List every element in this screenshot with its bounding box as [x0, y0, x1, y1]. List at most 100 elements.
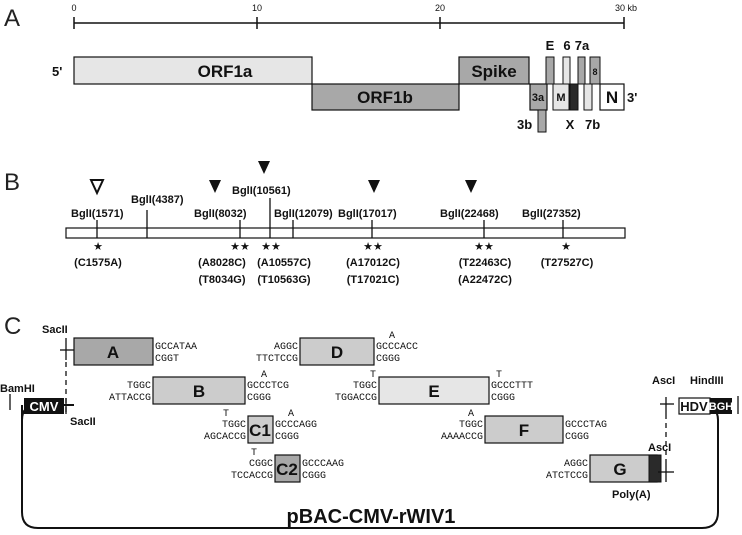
cmv-promoter: BamHI CMV [0, 383, 67, 414]
mutation-star: ★ [561, 241, 571, 253]
sacii-top-label: SacII [42, 324, 68, 336]
gene-n-label: N [606, 88, 618, 107]
polya-block [648, 454, 662, 483]
hdv-label: HDV [680, 399, 708, 414]
panel-label-c: C [4, 313, 21, 340]
mutation-a17012c: (A17012C) [346, 257, 400, 269]
gene-7b-box [583, 83, 593, 111]
fragment-b-left-top: TGGC [127, 381, 151, 392]
mutation-c1575a: (C1575A) [74, 257, 122, 269]
site-8032: BglI(8032) [194, 208, 247, 220]
orf1a-box [73, 56, 313, 85]
fragment-c1-left-bottom: AGCACCG [204, 432, 246, 443]
fragment-b: B TGGC ATTACCG A GCCCTCG CGGG [109, 370, 289, 405]
fragment-b-right-bottom: CGGG [247, 393, 271, 404]
fragment-c1-right-bottom: CGGG [275, 432, 299, 443]
fragment-f-label: F [519, 421, 529, 440]
fragment-c2-right-top: GCCCAAG [302, 459, 344, 470]
mutation-a8028c: (A8028C) [198, 257, 246, 269]
site-22468: BglI(22468) [440, 208, 499, 220]
three-prime-label: 3' [627, 90, 637, 105]
gene-6-box [562, 56, 571, 85]
gene-6-label: 6 [563, 38, 570, 53]
genome-map: 5' ORF1a ORF1b Spike 3a 3b E M 6 X 7a 7b… [52, 38, 637, 133]
orf1a-label: ORF1a [198, 62, 253, 81]
fragment-d-right-top: GCCCACC [376, 342, 418, 353]
spike-label: Spike [471, 62, 516, 81]
orf1b-box [311, 83, 460, 111]
fragment-e-left-bottom: TGGACCG [335, 393, 377, 404]
site-4387: BglI(4387) [131, 194, 184, 206]
panel-label-a: A [4, 5, 20, 32]
gene-m-label: M [556, 92, 565, 104]
fragment-e-right-top: GCCCTTT [491, 381, 533, 392]
hindiii-label: HindIII [690, 375, 724, 387]
fragment-c2-left-top: CGGC [249, 459, 273, 470]
gene-3b-label: 3b [517, 117, 532, 132]
fragment-f: F A TGGC AAAACCG GCCCTAG CGGG [441, 409, 607, 444]
fragment-g-label: G [613, 460, 626, 479]
mutation-star: ★★ [474, 241, 494, 253]
site-12079: BglI(12079) [274, 208, 333, 220]
genome-ruler: 0 10 20 30 kb [71, 3, 637, 29]
fragment-a: A GCCATAA CGGT [73, 337, 197, 366]
mutation-star: ★ [93, 241, 103, 253]
fragment-e: E T TGGC TGGACCG T GCCCTTT CGGG [335, 370, 533, 405]
fragment-b-right-top: GCCCTCG [247, 381, 289, 392]
cmv-label: CMV [30, 399, 59, 414]
mutation-t17021c: (T17021C) [347, 274, 400, 286]
filled-triangle-marker [258, 161, 270, 174]
mutation-t10563g: (T10563G) [257, 274, 311, 286]
fragment-e-left-top: TGGC [353, 381, 377, 392]
fragment-f-left-bottom: AAAACCG [441, 432, 483, 443]
ruler-tick-20: 20 [435, 3, 445, 13]
fragment-c1-mutation-left: T [223, 409, 229, 420]
fragment-d-left-top: AGGC [274, 342, 298, 353]
fragment-e-mutation-right: T [496, 370, 502, 381]
fragment-g-left-top: AGGC [564, 459, 588, 470]
site-27352: BglI(27352) [522, 208, 581, 220]
fragment-c1: C1 T TGGC AGCACCG A GCCCAGG CGGG [204, 409, 317, 444]
gene-8-label: 8 [592, 67, 597, 77]
fragment-c1-right-top: GCCCAGG [275, 420, 317, 431]
sacii-bottom-label: SacII [70, 416, 96, 428]
gene-7a-box [577, 56, 586, 85]
mutation-t22463c: (T22463C) [459, 257, 512, 269]
filled-triangle-marker [465, 180, 477, 193]
fragment-d-left-bottom: TTCTCCG [256, 354, 298, 365]
fragment-c1-left-top: TGGC [222, 420, 246, 431]
spike-box [458, 56, 530, 85]
fragment-f-right-bottom: CGGG [565, 432, 589, 443]
fragment-c2-left-bottom: TCCACCG [231, 471, 273, 482]
gene-e-box [545, 56, 555, 85]
mutation-a10557c: (A10557C) [257, 257, 311, 269]
polya-label: Poly(A) [612, 489, 651, 501]
fragment-d: D AGGC TTCTCCG A GCCCACC CGGG [256, 331, 418, 366]
ruler-tick-0: 0 [71, 3, 76, 13]
gene-m-box [552, 83, 570, 111]
fragment-a-right-bottom: CGGT [155, 354, 179, 365]
fragment-d-right-bottom: CGGG [376, 354, 400, 365]
fragment-f-mutation: A [468, 409, 474, 420]
mutation-star: ★★ [261, 241, 281, 253]
filled-triangle-marker [368, 180, 380, 193]
gene-x-label: X [566, 117, 575, 132]
fragment-c2-mutation-left: T [251, 448, 257, 459]
mutation-a22472c: (A22472C) [458, 274, 512, 286]
genome-bar [65, 227, 626, 239]
ruler-tick-30kb: 30 kb [615, 3, 637, 13]
fragment-g: G AGGC ATCTCCG Poly(A) [546, 454, 662, 501]
gene-7b-label: 7b [585, 117, 600, 132]
bgh-label: BGH [709, 401, 734, 413]
fragment-a-right-top: GCCATAA [155, 342, 197, 353]
gene-8-box [589, 56, 601, 85]
five-prime-label: 5' [52, 64, 62, 79]
fragment-e-right-bottom: CGGG [491, 393, 515, 404]
gene-e-label: E [546, 38, 555, 53]
asci-bottom-label: AscI [648, 442, 671, 454]
fragment-b-label: B [193, 382, 205, 401]
orf1b-label: ORF1b [357, 88, 413, 107]
mutation-star: ★★ [230, 241, 250, 253]
fragment-c2-right-bottom: CGGG [302, 471, 326, 482]
bamhi-label: BamHI [0, 383, 35, 395]
